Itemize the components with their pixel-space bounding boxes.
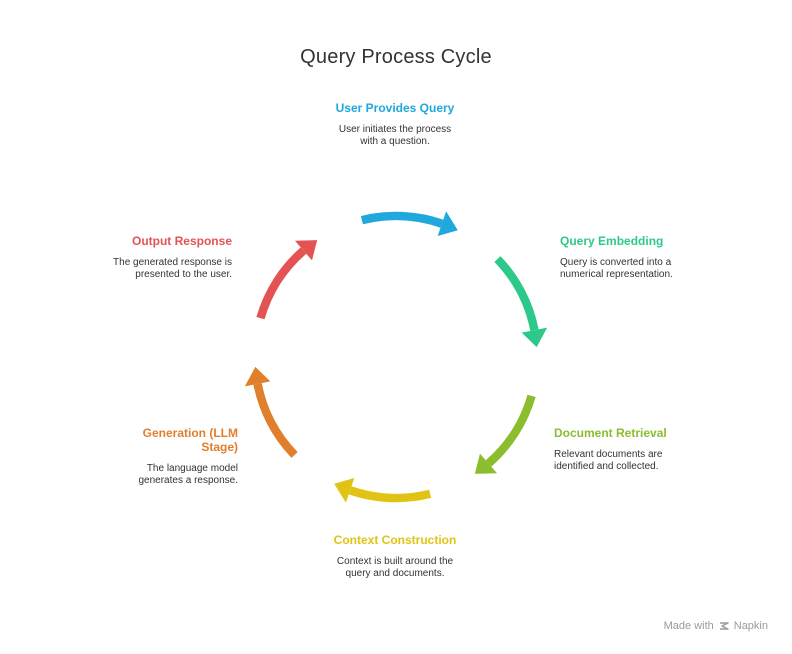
arrowhead-icon bbox=[294, 240, 318, 261]
step-document-retrieval: Document Retrieval Relevant documents ar… bbox=[554, 426, 684, 473]
step-output-response: Output Response The generated response i… bbox=[102, 234, 232, 281]
arrow-query bbox=[360, 211, 458, 236]
arrow-shaft bbox=[348, 486, 432, 503]
arrow-shaft bbox=[485, 394, 536, 467]
arrow-retrieval bbox=[474, 394, 536, 474]
step-heading: Query Embedding bbox=[560, 234, 664, 248]
step-description: User initiates the process with a questi… bbox=[338, 124, 452, 147]
step-description: The language model generates a response. bbox=[138, 463, 238, 486]
step-context-construction: Context Construction Context is built ar… bbox=[330, 533, 460, 580]
step-heading: Document Retrieval bbox=[554, 426, 667, 440]
step-heading: User Provides Query bbox=[335, 101, 455, 115]
watermark-made-with: Made with bbox=[663, 620, 714, 632]
arrow-shaft bbox=[256, 247, 307, 320]
step-description: Query is converted into a numerical repr… bbox=[560, 257, 673, 280]
arrowhead-icon bbox=[437, 211, 458, 236]
napkin-logo-icon bbox=[719, 622, 729, 630]
arrow-shaft bbox=[360, 211, 444, 228]
arrowhead-icon bbox=[334, 478, 355, 503]
arrow-embedding bbox=[494, 256, 548, 348]
watermark-brand: Napkin bbox=[733, 620, 768, 632]
arrow-output bbox=[256, 240, 318, 320]
step-heading: Context Construction bbox=[333, 533, 457, 547]
step-description: Context is built around the query and do… bbox=[336, 556, 454, 579]
arrowhead-icon bbox=[244, 366, 271, 387]
step-generation: Generation (LLM Stage) The language mode… bbox=[108, 426, 238, 487]
arrow-shaft bbox=[494, 256, 539, 331]
step-heading: Generation (LLM Stage) bbox=[142, 426, 238, 454]
diagram-title: Query Process Cycle bbox=[300, 46, 492, 68]
step-heading: Output Response bbox=[131, 234, 232, 248]
step-description: Relevant documents are identified and co… bbox=[554, 449, 663, 472]
step-description: The generated response is presented to t… bbox=[113, 257, 232, 280]
arrow-generation bbox=[244, 366, 298, 458]
step-query-embedding: Query Embedding Query is converted into … bbox=[560, 234, 690, 281]
arrow-shaft bbox=[253, 383, 298, 458]
made-with-napkin-watermark[interactable]: Made with Napkin bbox=[664, 620, 768, 632]
arrow-context bbox=[334, 478, 432, 503]
step-user-provides-query: User Provides Query User initiates the p… bbox=[330, 101, 460, 148]
arrowhead-icon bbox=[474, 453, 498, 474]
arrowhead-icon bbox=[521, 327, 548, 348]
